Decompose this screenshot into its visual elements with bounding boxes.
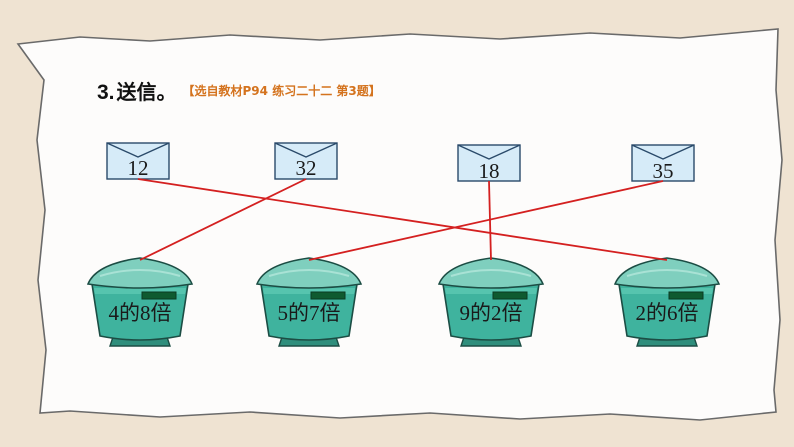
mailbox xyxy=(255,257,363,347)
mailbox xyxy=(86,257,194,347)
envelope-label-35: 35 xyxy=(652,159,674,183)
connection-line xyxy=(137,178,668,261)
mailbox xyxy=(613,257,721,347)
mailbox-label-4x8: 4的8倍 xyxy=(108,301,172,325)
envelope-label-18: 18 xyxy=(478,159,500,183)
paper-sheet xyxy=(16,28,783,421)
question-source: 【选自教材P94 练习二十二 第3题】 xyxy=(182,84,381,98)
mailbox-label-9x2: 9的2倍 xyxy=(459,301,523,325)
mailbox xyxy=(437,257,545,347)
question-number: 3. xyxy=(97,81,115,104)
question-title: 3. 送信。 【选自教材P94 练习二十二 第3题】 xyxy=(97,76,381,110)
connection-line xyxy=(308,180,664,261)
mailbox-label-2x6: 2的6倍 xyxy=(635,301,699,325)
question-text: 送信。 xyxy=(116,80,177,104)
envelope-label-12: 12 xyxy=(127,156,149,180)
envelope xyxy=(274,142,338,180)
mailbox-label-5x7: 5的7倍 xyxy=(277,301,341,325)
connection-line xyxy=(139,178,307,261)
envelope xyxy=(106,142,170,180)
envelope-label-32: 32 xyxy=(295,156,317,180)
